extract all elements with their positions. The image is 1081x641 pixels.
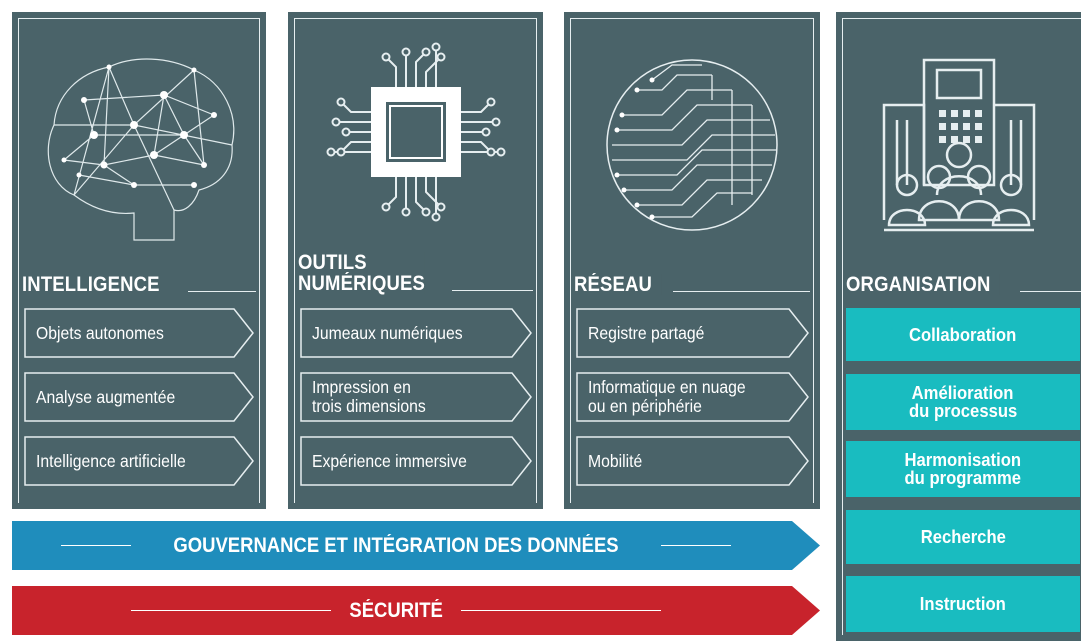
microchip-icon: [288, 32, 543, 232]
item-intelligence-artificielle[interactable]: Intelligence artificielle: [24, 436, 254, 486]
item-impression-3d[interactable]: Impression en trois dimensions: [300, 372, 532, 422]
panel-outils-numeriques: OUTILS NUMÉRIQUES Jumeaux numériques Imp…: [288, 12, 543, 509]
building-people-icon: [836, 30, 1081, 260]
item-recherche[interactable]: Recherche: [846, 510, 1080, 564]
item-mobilite[interactable]: Mobilité: [576, 436, 809, 486]
item-collaboration[interactable]: Collaboration: [846, 308, 1080, 361]
item-experience-immersive[interactable]: Expérience immersive: [300, 436, 532, 486]
heading-organisation: ORGANISATION: [846, 274, 1081, 295]
item-informatique-nuage[interactable]: Informatique en nuage ou en périphérie: [576, 372, 809, 422]
heading-intelligence: INTELLIGENCE: [22, 274, 256, 295]
item-registre-partage[interactable]: Registre partagé: [576, 308, 809, 358]
brain-network-icon: [12, 30, 266, 260]
band-gouvernance: GOUVERNANCE ET INTÉGRATION DES DONNÉES: [12, 521, 820, 570]
heading-outils-numeriques: OUTILS NUMÉRIQUES: [298, 252, 533, 294]
item-instruction[interactable]: Instruction: [846, 576, 1080, 632]
heading-reseau: RÉSEAU: [574, 274, 810, 295]
item-jumeaux-numeriques[interactable]: Jumeaux numériques: [300, 308, 532, 358]
panel-reseau: RÉSEAU Registre partagé Informatique en …: [564, 12, 820, 509]
band-securite: SÉCURITÉ: [12, 586, 820, 635]
item-analyse-augmentee[interactable]: Analyse augmentée: [24, 372, 254, 422]
panel-intelligence: INTELLIGENCE Objets autonomes Analyse au…: [12, 12, 266, 509]
item-objets-autonomes[interactable]: Objets autonomes: [24, 308, 254, 358]
circuit-globe-icon: [564, 30, 820, 260]
